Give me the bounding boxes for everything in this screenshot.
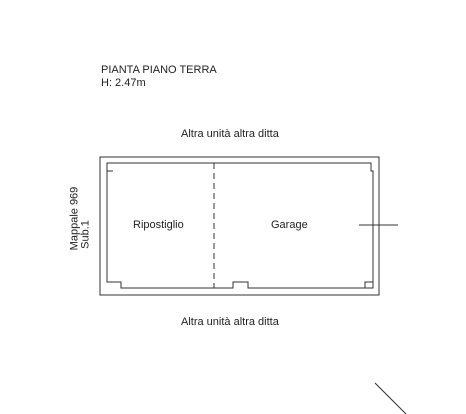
neighbor-top-label: Altra unità altra ditta — [181, 128, 279, 140]
outer-wall — [99, 156, 380, 296]
ceiling-height: H: 2.47m — [101, 77, 146, 89]
corner-detail-left — [106, 163, 113, 172]
plan-title: PIANTA PIANO TERRA — [101, 64, 217, 76]
room-label-garage: Garage — [271, 219, 308, 231]
room-label-ripostiglio: Ripostiglio — [133, 219, 184, 231]
walls — [99, 156, 380, 296]
corner-detail-bottom-right — [364, 281, 373, 288]
north-arrow-line — [374, 382, 407, 414]
neighbor-bottom-label: Altra unità altra ditta — [181, 316, 279, 328]
